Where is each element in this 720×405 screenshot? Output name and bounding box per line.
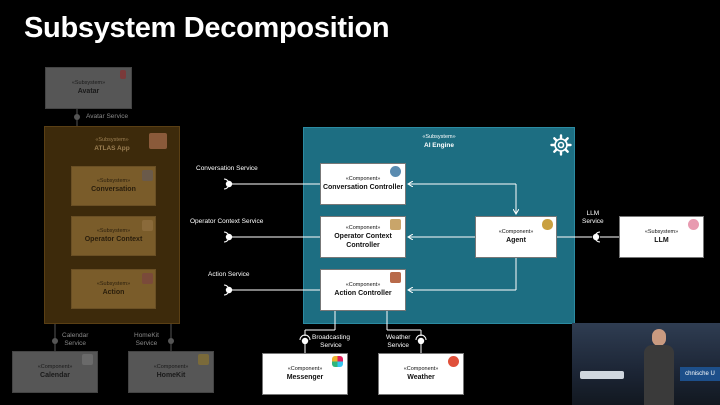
conversation-subsystem-box: «Subsystem» Conversation	[71, 166, 156, 206]
calendar-service-label-line1: Calendar	[62, 332, 89, 339]
scroll-icon	[142, 220, 153, 231]
llm-service-label: LLM Service	[582, 210, 604, 226]
stereotype-label: «Component»	[403, 366, 439, 372]
llm-service-label-line2: Service	[582, 218, 604, 225]
broadcasting-service-ball	[301, 337, 309, 345]
calendar-service-ball	[52, 338, 58, 344]
calendar-service-label: Calendar Service	[62, 332, 88, 348]
weather-service-label-line2: Service	[387, 342, 410, 349]
llm-subsystem-box: «Subsystem» LLM	[619, 216, 704, 258]
stereotype-label: «Subsystem»	[96, 228, 131, 234]
video-banner-text: chnische U	[685, 371, 715, 377]
stereotype-label: «Component»	[287, 366, 323, 372]
atlas-app-header: «Subsystem» ATLAS App	[45, 137, 179, 153]
conversation-controller-box: «Component» Conversation Controller	[320, 163, 406, 205]
conversation-controller-name: Conversation Controller	[322, 184, 404, 191]
homekit-service-ball	[168, 338, 174, 344]
conversation-name: Conversation	[91, 186, 136, 193]
scroll-icon	[390, 219, 401, 230]
speaker-head	[652, 329, 666, 346]
broadcasting-socket	[299, 334, 311, 341]
weather-socket	[415, 334, 427, 341]
operator-context-service-ball	[225, 233, 233, 241]
llm-name: LLM	[654, 237, 669, 244]
weather-service-label-line1: Weather	[386, 334, 411, 341]
gear-icon	[550, 134, 572, 156]
operator-context-controller-name-line2: Controller	[346, 241, 380, 249]
conversation-service-label: Conversation Service	[196, 165, 258, 172]
ai-engine-name: AI Engine	[424, 142, 454, 149]
weather-service-ball	[417, 337, 425, 345]
atlas-app-name: ATLAS App	[94, 145, 130, 152]
broadcasting-service-label: Broadcasting Service	[312, 334, 350, 350]
calendar-icon	[82, 354, 93, 365]
stereotype-label: «Component»	[498, 229, 534, 235]
brain-icon	[688, 219, 699, 230]
action-subsystem-box: «Subsystem» Action	[71, 269, 156, 309]
factory-icon	[142, 273, 153, 284]
weather-icon	[448, 356, 459, 367]
stereotype-label: «Subsystem»	[71, 80, 106, 86]
action-service-label: Action Service	[208, 271, 250, 278]
stereotype-label: «Component»	[345, 224, 381, 231]
agent-name: Agent	[506, 237, 526, 244]
messenger-component-box: «Component» Messenger	[262, 353, 348, 395]
homekit-service-label: HomeKit Service	[134, 332, 159, 348]
action-name: Action	[102, 289, 125, 296]
operator-context-service-label: Operator Context Service	[190, 218, 264, 225]
chat-bubbles-icon	[390, 166, 401, 177]
avatar-service-label: Avatar Service	[86, 113, 129, 120]
home-icon	[198, 354, 209, 365]
stereotype-label: «Subsystem»	[96, 178, 131, 184]
action-controller-name: Action Controller	[334, 290, 392, 297]
stereotype-label: «Subsystem»	[95, 137, 129, 143]
conversation-service-ball	[225, 180, 233, 188]
atlas-app-icon	[149, 133, 167, 149]
avatar-subsystem-box: «Subsystem» Avatar	[45, 67, 132, 109]
stereotype-label: «Component»	[37, 364, 73, 370]
llm-service-ball	[592, 233, 600, 241]
video-table	[580, 371, 624, 379]
stereotype-label: «Component»	[345, 282, 381, 288]
homekit-service-label-line2: Service	[135, 340, 158, 347]
calendar-name: Calendar	[40, 372, 70, 379]
chat-icon	[142, 170, 153, 181]
video-banner: chnische U	[680, 367, 720, 381]
operator-context-name: Operator Context	[84, 236, 143, 243]
homekit-name: HomeKit	[156, 372, 186, 379]
slack-icon	[332, 356, 343, 367]
broadcasting-service-label-line1: Broadcasting	[312, 334, 350, 341]
llm-service-label-line1: LLM	[586, 210, 600, 217]
stereotype-label: «Component»	[153, 364, 189, 370]
operator-context-subsystem-box: «Subsystem» Operator Context	[71, 216, 156, 256]
stereotype-label: «Subsystem»	[644, 229, 679, 235]
detective-icon	[542, 219, 553, 230]
action-service-ball	[225, 286, 233, 294]
slide-title: Subsystem Decomposition	[24, 12, 390, 44]
operator-context-controller-name-line1: Operator Context	[334, 232, 392, 240]
homekit-service-label-line1: HomeKit	[134, 332, 159, 339]
broadcasting-service-label-line2: Service	[320, 342, 342, 349]
weather-name: Weather	[407, 374, 435, 381]
calendar-service-label-line2: Service	[64, 340, 87, 347]
stereotype-label: «Subsystem»	[422, 134, 456, 140]
stereotype-label: «Subsystem»	[96, 281, 131, 287]
stereotype-label: «Component»	[345, 176, 381, 182]
ai-engine-header: «Subsystem» AI Engine	[304, 134, 574, 150]
avatar-icon	[120, 70, 126, 79]
avatar-name: Avatar	[77, 88, 100, 95]
speaker-body	[644, 345, 674, 405]
speaker-video: chnische U	[572, 323, 720, 405]
weather-service-label: Weather Service	[386, 334, 410, 350]
factory-icon	[390, 272, 401, 283]
avatar-service-ball	[74, 114, 80, 120]
messenger-name: Messenger	[286, 374, 324, 381]
